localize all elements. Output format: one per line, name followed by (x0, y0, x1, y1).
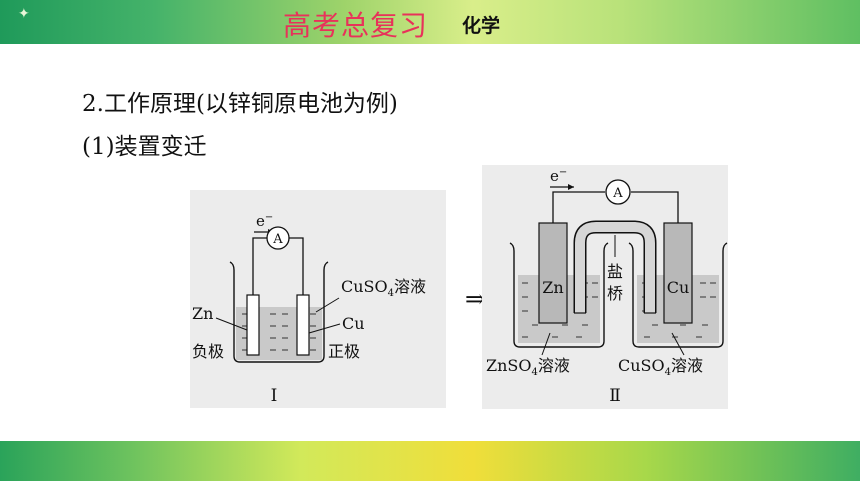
zn-electrode (538, 222, 568, 324)
salt-bridge-label-2: 桥 (607, 284, 623, 303)
cell-diagram-2: e− A Zn Cu 盐 桥 ZnSO4溶液 CuSO4溶液 Ⅱ (482, 165, 728, 409)
electron-label: e− (256, 212, 273, 230)
zn-label: Zn (192, 304, 213, 323)
zn-electrode (246, 294, 260, 356)
salt-bridge (575, 222, 655, 313)
section-heading: 2.工作原理(以锌铜原电池为例) (82, 91, 398, 117)
wire-right (631, 191, 679, 223)
negative-label: 负极 (192, 342, 224, 361)
cell-diagram-1: e− A CuSO4溶液 Zn Cu 负极 正极 I (190, 190, 446, 408)
left-solution-label: ZnSO4溶液 (486, 356, 570, 378)
ammeter-label: A (272, 232, 283, 247)
page-title: 高考总复习 (283, 9, 429, 42)
cu-electrode (296, 294, 310, 356)
salt-bridge-label-1: 盐 (607, 262, 623, 281)
caption-1: I (271, 386, 278, 406)
bottom-banner (0, 441, 860, 481)
right-solution-leader (671, 332, 685, 356)
wire-left (552, 191, 605, 223)
sparkle-icon: ✦ (18, 6, 30, 22)
zn-label: Zn (542, 278, 563, 297)
ammeter-icon (605, 179, 631, 205)
ammeter-label: A (612, 186, 623, 201)
double-arrow-icon: ⇒ (465, 285, 485, 313)
right-beaker (628, 242, 728, 348)
ammeter-icon (266, 226, 290, 250)
cu-label: Cu (667, 278, 690, 297)
left-beaker (509, 242, 609, 348)
solution-dashes (242, 313, 316, 351)
transition-arrow: ⇒ (465, 285, 485, 313)
right-solution-label: CuSO4溶液 (618, 356, 703, 378)
subsection-heading: (1)装置变迁 (82, 134, 207, 160)
cu-leader (308, 323, 341, 334)
cu-label: Cu (342, 314, 365, 333)
solution-label: CuSO4溶液 (341, 277, 426, 299)
left-solution-leader (541, 332, 551, 356)
arrowhead-icon (568, 184, 574, 190)
beaker (229, 261, 329, 363)
solution-leader (315, 297, 340, 313)
top-banner: ✦ (0, 0, 860, 44)
subject-label: 化学 (462, 15, 501, 37)
electron-label: e− (550, 167, 567, 185)
wire-right (289, 237, 304, 295)
zn-leader (215, 317, 248, 331)
cu-electrode (663, 222, 693, 324)
diagram-background (190, 190, 446, 408)
wire-left (252, 237, 267, 295)
positive-label: 正极 (328, 342, 360, 361)
caption-2: Ⅱ (609, 386, 621, 406)
